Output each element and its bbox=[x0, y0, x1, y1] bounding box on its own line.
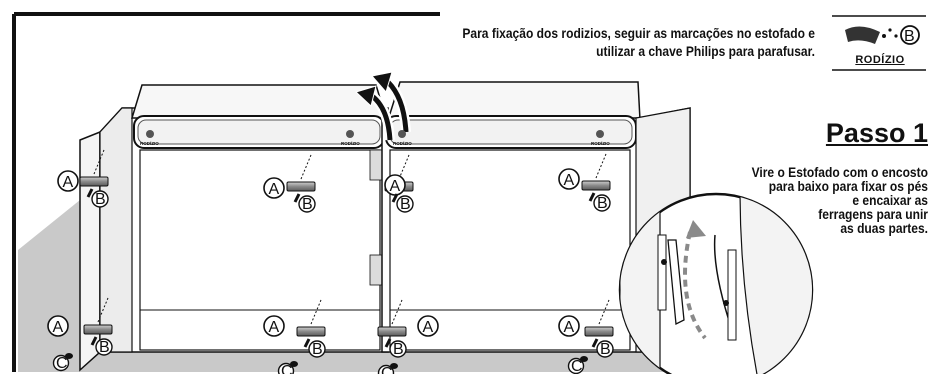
caster-mount-8: A B C bbox=[558, 299, 614, 374]
label-c-circle bbox=[52, 354, 70, 372]
panel-tag-left-1: RODÍZIO bbox=[140, 130, 159, 146]
screw-icon bbox=[86, 188, 94, 198]
mounting-bracket bbox=[296, 326, 326, 337]
label-c: C bbox=[381, 365, 393, 374]
label-b-circle bbox=[396, 195, 414, 213]
label-a-circle bbox=[57, 170, 79, 192]
label-b: B bbox=[302, 196, 313, 213]
mounting-bracket bbox=[584, 326, 614, 337]
svg-text:RODÍZIO: RODÍZIO bbox=[341, 139, 360, 146]
label-a-circle bbox=[417, 315, 439, 337]
label-b-circle bbox=[596, 340, 614, 358]
screw-icon bbox=[588, 192, 596, 202]
badge-label: RODÍZIO bbox=[855, 54, 905, 66]
label-a-circle bbox=[558, 168, 580, 190]
label-a-circle bbox=[263, 315, 285, 337]
mounting-bracket bbox=[581, 180, 611, 191]
label-a: A bbox=[390, 178, 401, 195]
mounting-bracket bbox=[83, 324, 113, 335]
label-a: A bbox=[63, 174, 74, 191]
mounting-bracket bbox=[286, 181, 316, 192]
screw-icon bbox=[303, 338, 311, 348]
caster-mount-6: A B C bbox=[263, 299, 326, 374]
caster-mount-2: AB bbox=[263, 154, 316, 213]
label-a-circle bbox=[263, 177, 285, 199]
screw-icon bbox=[384, 338, 392, 348]
screw-icon bbox=[90, 336, 98, 346]
label-a: A bbox=[564, 172, 575, 189]
label-b-circle bbox=[308, 340, 326, 358]
panel-tag-right-2: RODÍZIO bbox=[591, 130, 610, 146]
instruction-note: Para fixação dos rodizios, seguir as mar… bbox=[462, 25, 815, 59]
label-c-circle bbox=[377, 364, 395, 374]
label-b: B bbox=[600, 341, 611, 358]
caster-mount-4: AB bbox=[558, 153, 611, 212]
mounting-bracket bbox=[79, 176, 109, 187]
caster-mount-3: AB bbox=[384, 154, 414, 213]
rodizio-badge: B bbox=[832, 15, 926, 71]
label-b: B bbox=[597, 195, 608, 212]
label-b: B bbox=[312, 341, 323, 358]
panel-tag-left-2: RODÍZIO bbox=[341, 130, 360, 146]
label-c: C bbox=[56, 355, 68, 372]
label-b: B bbox=[95, 191, 106, 208]
label-c-circle bbox=[277, 362, 295, 374]
caster-mount-7: A BC bbox=[377, 299, 439, 374]
label-a: A bbox=[269, 181, 280, 198]
label-b-circle bbox=[91, 190, 109, 208]
label-b: B bbox=[393, 341, 404, 358]
sofa-module-left bbox=[79, 84, 389, 372]
label-a-circle bbox=[558, 315, 580, 337]
hook-bracket-left bbox=[667, 239, 685, 326]
label-b: B bbox=[99, 339, 110, 356]
label-c: C bbox=[571, 358, 583, 374]
label-a-circle bbox=[47, 315, 69, 337]
label-a: A bbox=[423, 319, 434, 336]
svg-text:RODÍZIO: RODÍZIO bbox=[140, 139, 159, 146]
mounting-bracket bbox=[377, 326, 407, 337]
screw-icon bbox=[391, 193, 399, 203]
rotation-arrow-back bbox=[371, 71, 411, 133]
svg-text:RODÍZIO: RODÍZIO bbox=[393, 139, 412, 146]
screw-icon bbox=[591, 338, 599, 348]
caster-mount-1: AB bbox=[57, 149, 109, 208]
step-title: Passo 1 bbox=[825, 118, 928, 148]
label-b-circle bbox=[95, 338, 113, 356]
rotation-arrow-front bbox=[355, 85, 395, 141]
caster-wheel-icon bbox=[845, 26, 880, 44]
label-b-circle bbox=[593, 194, 611, 212]
label-a: A bbox=[269, 319, 280, 336]
label-c: C bbox=[281, 363, 293, 374]
label-b-circle bbox=[389, 340, 407, 358]
insert-motion-arrow bbox=[683, 231, 707, 340]
badge-letter-circle bbox=[900, 25, 920, 45]
step-instructions: Vire o Estofado com o encosto para baixo… bbox=[751, 164, 928, 236]
caster-mount-5: A B C bbox=[47, 297, 113, 372]
label-b: B bbox=[400, 196, 411, 213]
label-a: A bbox=[53, 319, 64, 336]
label-a: A bbox=[564, 319, 575, 336]
screw-icon bbox=[293, 193, 301, 203]
label-b-circle bbox=[298, 195, 316, 213]
svg-text:B: B bbox=[904, 28, 915, 45]
panel-tag-right-1: RODÍZIO bbox=[393, 130, 412, 146]
svg-text:RODÍZIO: RODÍZIO bbox=[591, 139, 610, 146]
